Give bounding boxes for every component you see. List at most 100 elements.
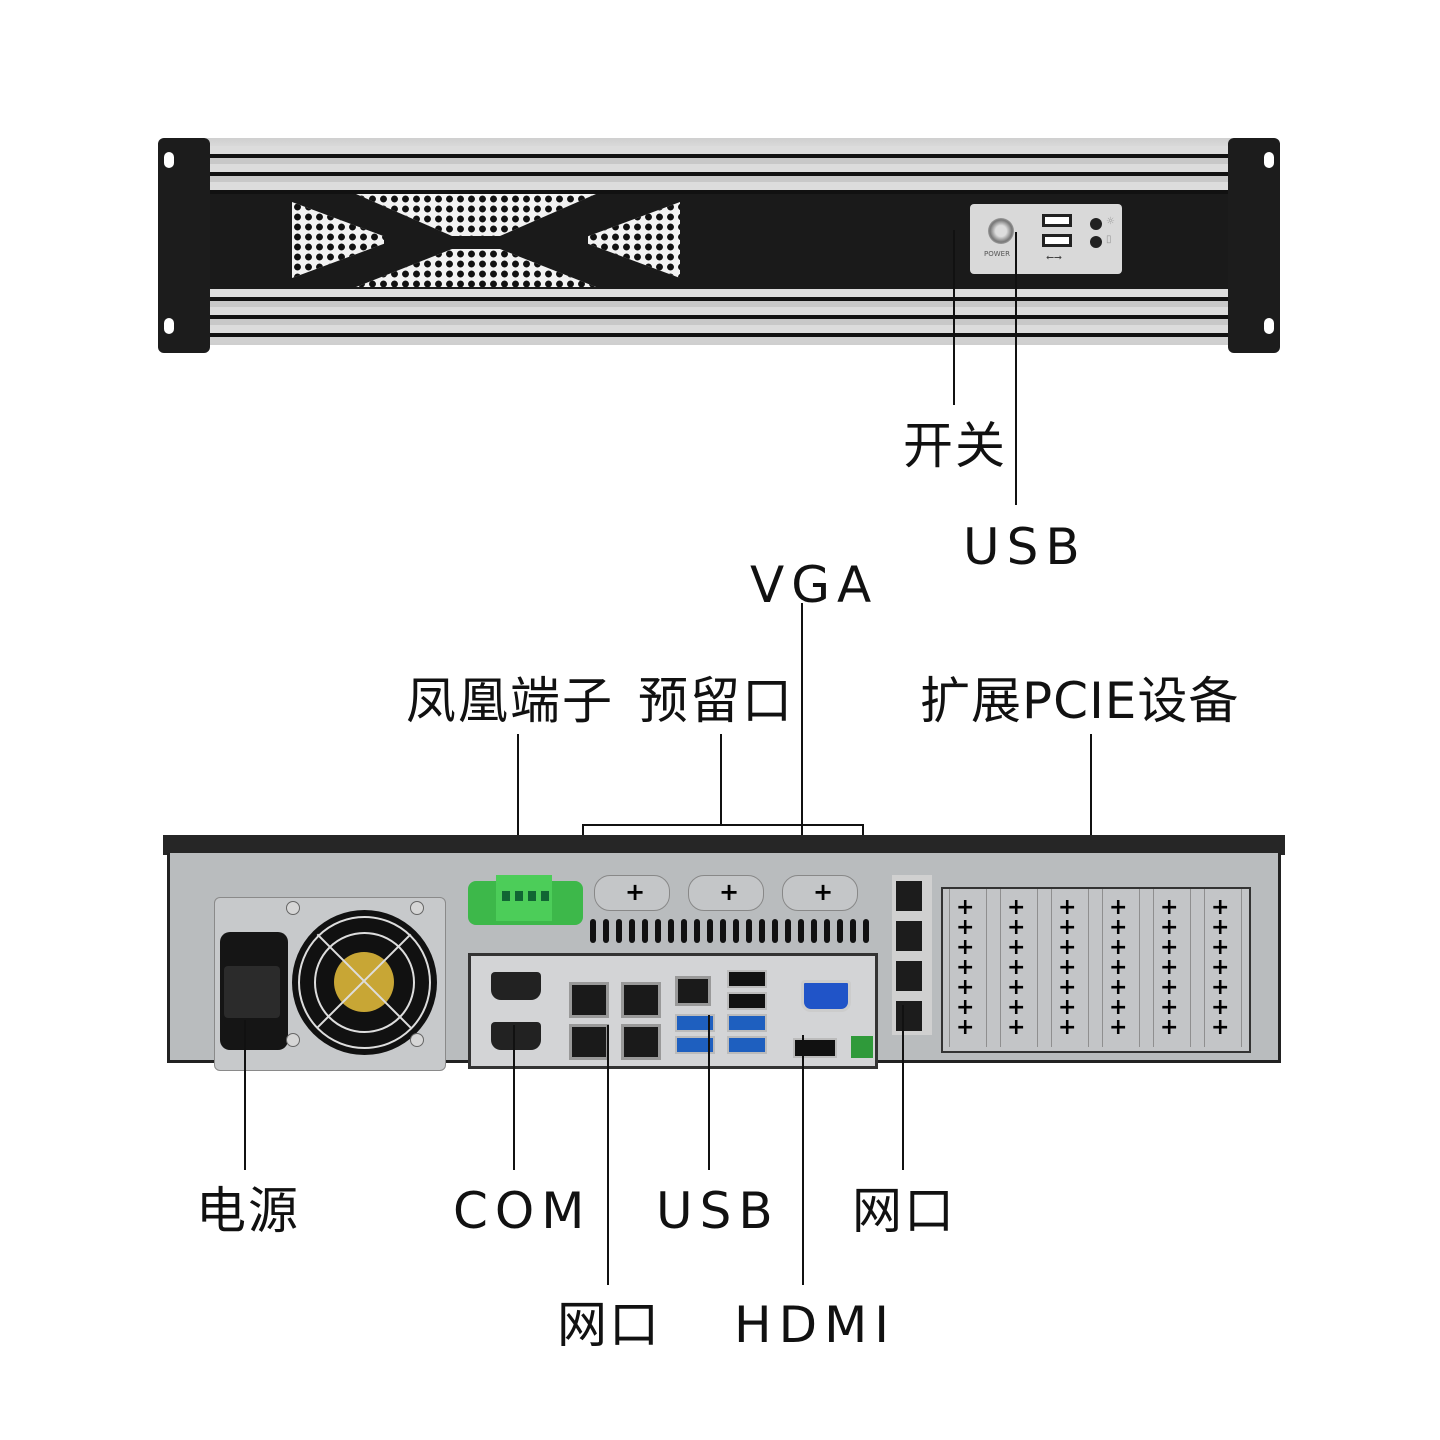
vent xyxy=(694,919,700,943)
vent xyxy=(850,919,856,943)
addon-lan-port-4[interactable] xyxy=(896,1001,922,1031)
leader-front-usb xyxy=(1015,232,1017,505)
addon-lan-port-1[interactable] xyxy=(896,881,922,911)
vent xyxy=(616,919,622,943)
vent xyxy=(759,919,765,943)
usb-port-1[interactable] xyxy=(727,970,767,988)
label-reserved-ports: 预留口 xyxy=(638,672,794,730)
label-rear-usb: USB xyxy=(656,1182,780,1240)
power-button[interactable] xyxy=(988,218,1014,244)
front-chassis: POWER ⭠⭢ ☼ ▯ xyxy=(158,138,1280,353)
label-hdmi: HDMI xyxy=(734,1296,896,1354)
rear-panel: + + + xyxy=(167,853,1281,1071)
power-led xyxy=(1090,218,1102,230)
power-caption: POWER xyxy=(984,250,1010,258)
vent xyxy=(590,919,596,943)
vent xyxy=(642,919,648,943)
screw-icon xyxy=(286,1033,300,1047)
pcie-slot-5: +++++++ xyxy=(1153,889,1191,1047)
lan-port-2[interactable] xyxy=(621,982,661,1018)
vent xyxy=(720,919,726,943)
usb3-port-4[interactable] xyxy=(727,1036,767,1054)
vent xyxy=(772,919,778,943)
vent xyxy=(785,919,791,943)
addon-lan-port-3[interactable] xyxy=(896,961,922,991)
psu-fan xyxy=(292,910,437,1055)
usb-symbol-icon: ⭠⭢ xyxy=(1046,252,1062,263)
bracket-reserved-ports xyxy=(582,824,864,826)
leader-rear-usb xyxy=(708,1015,710,1170)
leader-hdmi xyxy=(802,1035,804,1285)
label-switch: 开关 xyxy=(903,417,1007,475)
vent xyxy=(629,919,635,943)
rack-ear-left xyxy=(158,138,210,353)
pcie-expansion-area: +++++++ +++++++ +++++++ +++++++ +++++++ … xyxy=(941,887,1251,1053)
reserved-port-1: + xyxy=(594,875,670,911)
leader-lan-addon xyxy=(902,1005,904,1170)
usb3-port-3[interactable] xyxy=(727,1014,767,1032)
vent xyxy=(824,919,830,943)
io-shield xyxy=(468,953,878,1069)
vent xyxy=(655,919,661,943)
vent xyxy=(746,919,752,943)
pcie-slot-6: +++++++ xyxy=(1204,889,1242,1047)
label-pcie-expansion: 扩展PCIE设备 xyxy=(920,672,1240,730)
rear-top-lip xyxy=(163,835,1285,855)
vent xyxy=(863,919,869,943)
com-port-1[interactable] xyxy=(491,972,541,1000)
screw-icon xyxy=(410,1033,424,1047)
label-power: 电源 xyxy=(196,1182,300,1240)
lan-port-3[interactable] xyxy=(569,1024,609,1060)
grille-bottom xyxy=(356,249,596,287)
usb3-port-2[interactable] xyxy=(675,1036,715,1054)
front-usb-port-1[interactable] xyxy=(1042,214,1072,227)
power-inlet[interactable] xyxy=(220,932,288,1050)
reserved-port-3: + xyxy=(782,875,858,911)
label-phoenix-terminal: 凤凰端子 xyxy=(406,672,614,730)
label-lan-onboard: 网口 xyxy=(557,1296,661,1354)
vga-port[interactable] xyxy=(801,980,851,1012)
leader-switch xyxy=(953,230,955,405)
vent xyxy=(681,919,687,943)
bulb-icon: ☼ xyxy=(1106,216,1115,227)
dc-power-terminal[interactable] xyxy=(851,1036,873,1058)
front-usb-port-2[interactable] xyxy=(1042,234,1072,247)
disk-icon: ▯ xyxy=(1106,234,1112,245)
phoenix-terminal[interactable] xyxy=(468,875,583,925)
hdmi-port[interactable] xyxy=(793,1038,837,1058)
vent xyxy=(668,919,674,943)
vent xyxy=(733,919,739,943)
vent xyxy=(837,919,843,943)
rack-ear-right xyxy=(1228,138,1280,353)
addon-lan-port-2[interactable] xyxy=(896,921,922,951)
label-lan-addon: 网口 xyxy=(852,1182,956,1240)
leader-pcie-expansion xyxy=(1090,734,1092,869)
leader-power xyxy=(244,1020,246,1170)
label-front-usb: USB xyxy=(963,518,1087,576)
pcie-slot-2: +++++++ xyxy=(1000,889,1038,1047)
hdd-led xyxy=(1090,236,1102,248)
lan-port-1[interactable] xyxy=(569,982,609,1018)
grille-left xyxy=(292,202,384,278)
bracket-reserved-right xyxy=(862,824,864,840)
lan-port-4[interactable] xyxy=(621,1024,661,1060)
pcie-slot-4: +++++++ xyxy=(1102,889,1140,1047)
grille-right xyxy=(588,202,680,278)
usb3-port-1[interactable] xyxy=(675,1014,715,1032)
addon-lan-card xyxy=(892,875,932,1035)
vent xyxy=(707,919,713,943)
front-bottom-ribs xyxy=(206,289,1232,337)
vent xyxy=(811,919,817,943)
usb-port-2[interactable] xyxy=(727,992,767,1010)
lan-port-5[interactable] xyxy=(675,976,711,1006)
leader-reserved-ports xyxy=(720,734,722,824)
leader-com xyxy=(513,1025,515,1170)
leader-phoenix-terminal xyxy=(517,734,519,864)
front-top-ribs xyxy=(206,146,1232,194)
screw-icon xyxy=(410,901,424,915)
front-io-panel: POWER ⭠⭢ ☼ ▯ xyxy=(970,204,1122,274)
com-port-2[interactable] xyxy=(491,1022,541,1050)
vent xyxy=(798,919,804,943)
grille-top xyxy=(356,194,596,236)
leader-lan-onboard xyxy=(607,1025,609,1285)
